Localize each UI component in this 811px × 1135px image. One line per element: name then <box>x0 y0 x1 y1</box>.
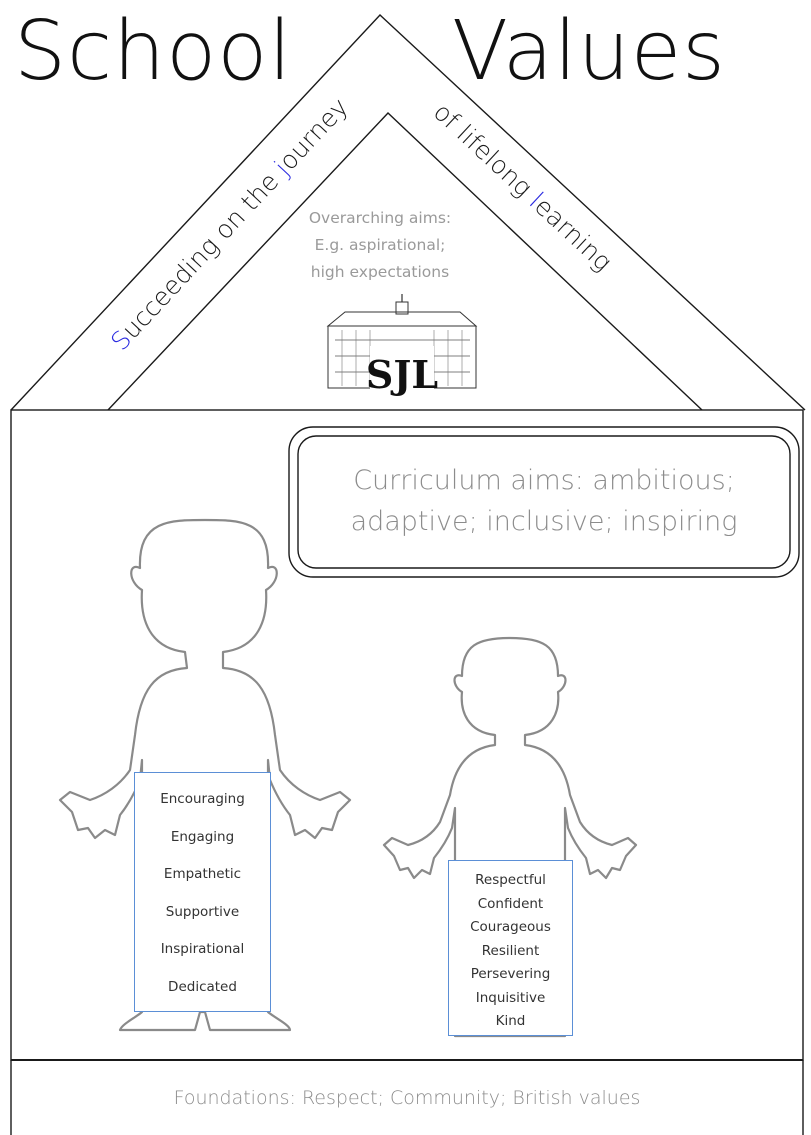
staff-figure <box>58 518 352 1032</box>
title-right-word: Values <box>452 4 726 99</box>
slogan-left-part2: ourney <box>273 92 354 175</box>
pupil-value: Respectful <box>475 872 546 888</box>
curriculum-frame-inner <box>297 435 791 569</box>
curriculum-line: adaptive; inclusive; inspiring <box>350 506 738 537</box>
pupil-value: Confident <box>477 895 544 912</box>
slogan-left-part1: ucceeding on the <box>116 161 290 344</box>
title-left-word: School <box>14 4 293 99</box>
curriculum-frame-outer <box>288 426 800 578</box>
roof-outer-line <box>10 14 806 411</box>
pupil-value: Kind <box>495 1013 526 1029</box>
pupil-values-box: Respectful Confident Courageous Resilien… <box>448 860 573 1036</box>
overarching-aims: Overarching aims: E.g. aspirational; hig… <box>300 205 460 286</box>
staff-value: Inspirational <box>160 941 245 957</box>
aims-line: E.g. aspirational; <box>314 236 446 254</box>
curriculum-line: Curriculum aims: ambitious; <box>353 465 735 496</box>
staff-value: Engaging <box>170 828 235 845</box>
curriculum-aims: Curriculum aims: ambitious; adaptive; in… <box>298 436 790 566</box>
pupil-value: Courageous <box>470 919 551 935</box>
logo-text: SJL <box>366 352 438 397</box>
staff-value: Encouraging <box>160 791 245 807</box>
pupil-value: Persevering <box>470 966 551 982</box>
pupil-figure <box>382 636 638 1038</box>
staff-values-box: Encouraging Engaging Empathetic Supporti… <box>134 772 271 1012</box>
foundations-text: Foundations: Respect; Community; British… <box>173 1086 641 1109</box>
aims-line: high expectations <box>310 263 450 281</box>
staff-value: Supportive <box>165 903 240 920</box>
staff-value: Empathetic <box>163 866 242 882</box>
aims-line: Overarching aims: <box>308 209 452 227</box>
pupil-value: Inquisitive <box>475 989 546 1006</box>
roof-inner-line <box>107 112 703 411</box>
staff-value: Dedicated <box>168 978 237 995</box>
school-logo: SJL <box>326 294 478 397</box>
pupil-value: Resilient <box>481 942 540 959</box>
slogan-right-part2: earning <box>529 191 618 276</box>
